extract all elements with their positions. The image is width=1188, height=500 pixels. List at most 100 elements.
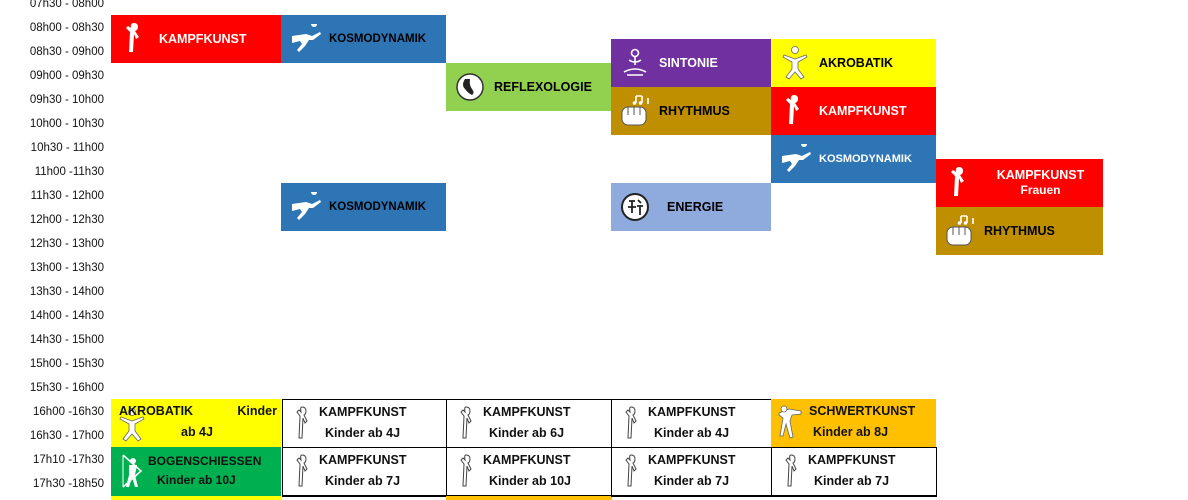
class-title: BOGENSCHIESSEN: [148, 454, 262, 468]
martial-artist-outline-icon: [782, 452, 804, 492]
class-block-sintonie[interactable]: SINTONIE: [611, 39, 771, 87]
class-title: KAMPFKUNST: [648, 405, 736, 419]
martial-artist-outline-icon: [293, 404, 315, 444]
class-block-kampfkunst[interactable]: KAMPFKUNST: [111, 15, 281, 63]
time-slot: 12h30 - 13h00: [29, 238, 104, 250]
class-age: Kinder ab 4J: [654, 426, 730, 440]
class-block-rhythmus[interactable]: RHYTHMUS: [611, 87, 771, 135]
flying-kick-icon: [287, 187, 323, 227]
class-age: Kinder ab 7J: [325, 474, 401, 488]
kids-class-schwertkunst[interactable]: SCHWERTKUNST Kinder ab 8J: [771, 399, 936, 447]
time-slot: 12h00 - 12h30: [29, 214, 104, 226]
martial-artist-outline-icon: [457, 452, 479, 492]
fist-music-icon: [942, 211, 978, 251]
class-block-kosmodynamik[interactable]: KOSMODYNAMIK: [281, 15, 446, 63]
martial-artist-outline-icon: [457, 404, 479, 444]
next-row-block: [771, 496, 937, 500]
martial-artist-outline-icon: [622, 452, 644, 492]
class-block-kampfkunst[interactable]: KAMPFKUNST: [771, 87, 936, 135]
class-name: RHYTHMUS: [659, 103, 730, 118]
class-age: Kinder ab 8J: [813, 425, 889, 439]
class-age: Kinder ab 7J: [814, 474, 890, 488]
class-title: KAMPFKUNST: [808, 453, 896, 467]
class-block-kosmodynamik[interactable]: KOSMODYNAMIK: [771, 135, 936, 183]
class-name: KAMPFKUNST: [159, 31, 247, 46]
class-block-reflexologie[interactable]: REFLEXOLOGIE: [446, 63, 611, 111]
class-name: KAMPFKUNST Frauen: [978, 168, 1103, 198]
class-name: KOSMODYNAMIK: [819, 152, 912, 165]
martial-artist-outline-icon: [293, 452, 315, 492]
class-block-rhythmus[interactable]: RHYTHMUS: [936, 207, 1103, 255]
class-title: KAMPFKUNST: [483, 453, 571, 467]
next-row-block: [446, 496, 612, 500]
time-slot: 14h00 - 14h30: [29, 310, 104, 322]
energy-symbol-icon: [617, 187, 653, 227]
time-slot: 10h00 - 10h30: [29, 118, 104, 130]
time-slot: 10h30 - 11h00: [30, 142, 104, 154]
time-slot: 17h10 -17h30: [33, 454, 104, 466]
time-slot: 16h30 - 17h00: [29, 430, 104, 442]
class-title: KAMPFKUNST: [319, 453, 407, 467]
next-row-block: [111, 496, 281, 500]
acrobat-icon: [777, 43, 813, 83]
class-name: KAMPFKUNST: [819, 103, 907, 118]
fist-music-icon: [617, 91, 653, 131]
kids-class-kampfkunst[interactable]: KAMPFKUNST Kinder ab 7J: [611, 447, 772, 496]
class-subtitle: Frauen: [1020, 183, 1061, 197]
time-slot: 17h30 -18h50: [33, 478, 104, 490]
class-block-kampfkunst-frauen[interactable]: KAMPFKUNST Frauen: [936, 159, 1103, 207]
kids-class-kampfkunst[interactable]: KAMPFKUNST Kinder ab 4J: [611, 399, 772, 448]
time-slot: 08h00 - 08h30: [29, 22, 104, 34]
meditation-icon: [617, 43, 653, 83]
class-age: Kinder ab 10J: [157, 473, 236, 487]
next-row-block: [282, 496, 447, 500]
martial-artist-icon: [117, 19, 153, 59]
archer-icon: [117, 451, 147, 491]
time-slot: 11h30 - 12h00: [30, 190, 104, 202]
class-age: Kinder ab 6J: [489, 426, 565, 440]
class-title: SCHWERTKUNST: [809, 404, 916, 418]
class-age: Kinder ab 10J: [489, 474, 571, 488]
time-slot: 13h30 - 14h00: [29, 286, 104, 298]
time-slot: 15h30 - 16h00: [29, 382, 104, 394]
time-slot: 13h00 - 13h30: [29, 262, 104, 274]
time-slot: 11h00 -11h30: [34, 166, 104, 178]
class-name: REFLEXOLOGIE: [494, 79, 592, 94]
time-slot: 09h00 - 09h30: [29, 70, 104, 82]
kids-class-kampfkunst[interactable]: KAMPFKUNST Kinder ab 7J: [771, 447, 937, 496]
class-name: RHYTHMUS: [984, 223, 1055, 238]
kids-class-kampfkunst[interactable]: KAMPFKUNST Kinder ab 10J: [446, 447, 612, 496]
kids-class-kampfkunst[interactable]: KAMPFKUNST Kinder ab 4J: [282, 399, 447, 448]
class-block-energie[interactable]: ENERGIE: [611, 183, 771, 231]
class-title: KAMPFKUNST: [996, 168, 1085, 182]
kids-class-akrobatik[interactable]: AKROBATIK Kinder ab 4J: [111, 399, 281, 447]
class-block-kosmodynamik[interactable]: KOSMODYNAMIK: [281, 183, 446, 231]
class-name: AKROBATIK: [819, 55, 894, 70]
class-age: Kinder ab 4J: [325, 426, 401, 440]
flying-kick-icon: [287, 19, 323, 59]
class-age: ab 4J: [181, 425, 213, 439]
time-slot: 15h00 - 15h30: [29, 358, 104, 370]
class-title: KAMPFKUNST: [483, 405, 571, 419]
class-title: AKROBATIK: [119, 404, 194, 418]
time-slot: 14h30 - 15h00: [29, 334, 104, 346]
time-slot: 16h00 -16h30: [33, 406, 104, 418]
flying-kick-icon: [777, 139, 813, 179]
next-row-block: [611, 496, 772, 500]
class-name: SINTONIE: [659, 55, 718, 70]
acrobat-icon: [117, 407, 147, 447]
class-title: KAMPFKUNST: [319, 405, 407, 419]
kids-class-kampfkunst[interactable]: KAMPFKUNST Kinder ab 7J: [282, 447, 447, 496]
class-block-akrobatik[interactable]: AKROBATIK: [771, 39, 936, 87]
class-kinder-label: Kinder: [237, 404, 277, 418]
martial-artist-outline-icon: [622, 404, 644, 444]
kids-class-kampfkunst[interactable]: KAMPFKUNST Kinder ab 6J: [446, 399, 612, 448]
time-slot: 07h30 - 08h00: [29, 0, 104, 10]
sword-kick-icon: [775, 403, 805, 443]
martial-artist-icon: [777, 91, 813, 131]
class-name: KOSMODYNAMIK: [329, 32, 427, 45]
kids-class-bogenschiessen[interactable]: BOGENSCHIESSEN Kinder ab 10J: [111, 447, 281, 496]
martial-artist-icon: [942, 163, 978, 203]
class-name: KOSMODYNAMIK: [329, 200, 427, 213]
class-title: KAMPFKUNST: [648, 453, 736, 467]
